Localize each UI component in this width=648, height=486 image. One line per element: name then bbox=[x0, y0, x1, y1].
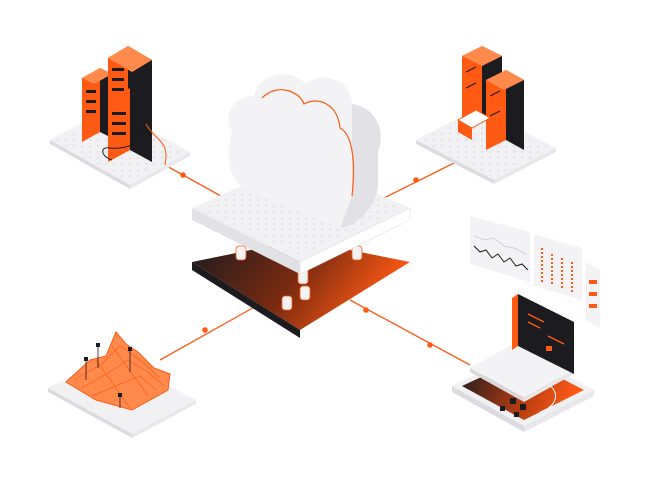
hub-pit bbox=[192, 240, 410, 330]
connector-node bbox=[427, 342, 433, 348]
connector-servers bbox=[164, 164, 229, 201]
connector-laptop bbox=[349, 299, 471, 366]
terrain-map-icon bbox=[48, 331, 196, 438]
connector-terrain bbox=[159, 304, 259, 361]
connector-node bbox=[363, 307, 369, 313]
laptop-icon bbox=[452, 294, 594, 432]
server-rack-icon bbox=[50, 46, 190, 189]
filing-cabinet-icon bbox=[416, 46, 556, 184]
bar-chart-panel bbox=[534, 234, 582, 300]
laptop-base bbox=[470, 340, 574, 398]
connector-node bbox=[413, 177, 419, 183]
chart-screens-icon bbox=[470, 216, 600, 328]
cloud-icon bbox=[192, 74, 411, 338]
connector-node bbox=[180, 172, 186, 178]
connector-node bbox=[202, 327, 208, 333]
line-chart-series bbox=[473, 245, 529, 271]
line-chart-panel bbox=[470, 216, 530, 282]
laptop-screen bbox=[518, 294, 574, 374]
cloud-shape bbox=[228, 74, 381, 228]
